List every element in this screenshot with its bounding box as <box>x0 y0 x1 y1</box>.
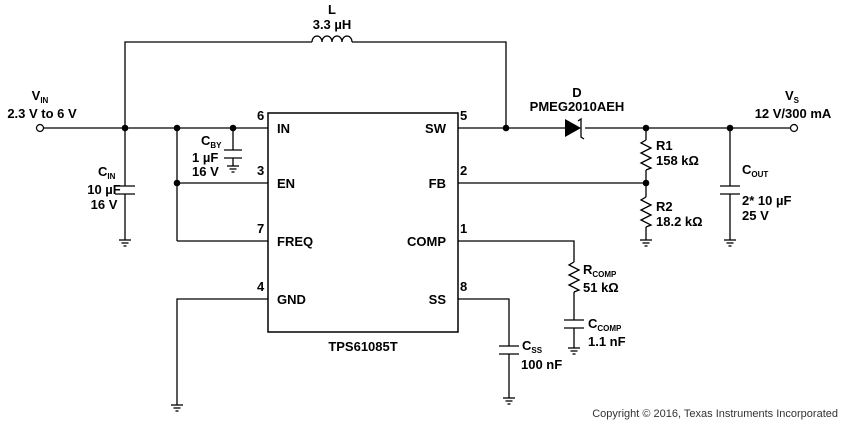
inductor-ref: L <box>328 2 336 17</box>
output-rating: 12 V/300 mA <box>755 106 832 121</box>
resistor-symbol <box>639 196 653 228</box>
resistor-r1: R1 158 kΩ <box>639 138 699 171</box>
cby-ref: CBY <box>201 133 222 150</box>
pin-number: 4 <box>257 279 265 294</box>
cby-value: 1 µF <box>192 150 218 165</box>
pin-name: IN <box>277 121 290 136</box>
pin-number: 7 <box>257 221 264 236</box>
r2-ref: R2 <box>656 199 673 214</box>
cin-voltage: 16 V <box>91 197 118 212</box>
ground-icon <box>227 165 239 173</box>
pin-name: SS <box>429 292 447 307</box>
pin-name: COMP <box>407 234 446 249</box>
r1-value: 158 kΩ <box>656 153 699 168</box>
capacitor-ccomp: CCOMP 1.1 nF <box>564 316 626 355</box>
pin-name: FB <box>429 176 446 191</box>
junction-dot <box>642 179 650 187</box>
ground-icon <box>119 239 131 247</box>
pin-number: 6 <box>257 108 264 123</box>
inductor-symbol <box>311 35 353 43</box>
rcomp-value: 51 kΩ <box>583 280 619 295</box>
junction-dot <box>173 124 181 132</box>
cout-voltage: 25 V <box>742 208 769 223</box>
junction-dot <box>502 124 510 132</box>
rcomp-ref: RCOMP <box>583 262 617 279</box>
diode-part: PMEG2010AEH <box>530 99 625 114</box>
capacitor-cby: CBY 1 µF 16 V <box>192 133 242 179</box>
pin-number: 5 <box>460 108 467 123</box>
pin-name: GND <box>277 292 306 307</box>
input-terminal <box>35 123 45 133</box>
junction-dot <box>173 179 181 187</box>
junctions <box>121 124 734 187</box>
capacitor-cout: COUT 2* 10 µF 25 V <box>720 162 791 247</box>
pin-number: 1 <box>460 221 467 236</box>
junction-dot <box>121 124 129 132</box>
cout-value: 2* 10 µF <box>742 193 791 208</box>
junction-dot <box>229 124 237 132</box>
input-label: VIN <box>32 88 49 105</box>
output-label: VS <box>785 88 800 105</box>
pin-name: EN <box>277 176 295 191</box>
cby-voltage: 16 V <box>192 164 219 179</box>
r1-ref: R1 <box>656 138 673 153</box>
ic-pins: 6 IN 3 EN 7 FREQ 4 GND 5 SW 2 FB 1 COMP … <box>257 108 467 307</box>
ground-icon <box>724 239 736 247</box>
cout-ref: COUT <box>742 162 768 179</box>
input-range: 2.3 V to 6 V <box>7 106 77 121</box>
resistor-symbol <box>567 261 581 293</box>
output-terminal <box>789 123 799 133</box>
pin-number: 8 <box>460 279 467 294</box>
ic-name: TPS61085T <box>328 339 397 354</box>
junction-dot <box>726 124 734 132</box>
inductor-value: 3.3 µH <box>313 17 352 32</box>
pin-name: FREQ <box>277 234 313 249</box>
ground-icon <box>640 239 652 247</box>
ground-icon <box>503 397 515 405</box>
capacitor-cin: CIN 10 µF 16 V <box>87 164 135 247</box>
ground-icon <box>568 347 580 355</box>
pin-name: SW <box>425 121 447 136</box>
inductor-l: L 3.3 µH <box>311 2 353 43</box>
capacitor-css: CSS 100 nF <box>499 338 562 405</box>
diode-ref: D <box>572 85 581 100</box>
ground-icon <box>171 404 183 412</box>
diode-d: D PMEG2010AEH <box>530 85 625 140</box>
cin-value: 10 µF <box>87 182 121 197</box>
ccomp-value: 1.1 nF <box>588 334 626 349</box>
wiring <box>44 41 790 405</box>
css-value: 100 nF <box>521 357 562 372</box>
pin-number: 2 <box>460 163 467 178</box>
diode-symbol <box>565 119 581 137</box>
css-ref: CSS <box>522 338 543 355</box>
resistor-r2: R2 18.2 kΩ <box>639 196 703 247</box>
cin-ref: CIN <box>98 164 116 181</box>
ccomp-ref: CCOMP <box>588 316 622 333</box>
junction-dot <box>642 124 650 132</box>
pin-number: 3 <box>257 163 264 178</box>
copyright-notice: Copyright © 2016, Texas Instruments Inco… <box>592 408 838 420</box>
ic-body <box>267 112 459 333</box>
resistor-rcomp: RCOMP 51 kΩ <box>567 261 619 295</box>
r2-value: 18.2 kΩ <box>656 214 703 229</box>
resistor-symbol <box>639 139 653 171</box>
